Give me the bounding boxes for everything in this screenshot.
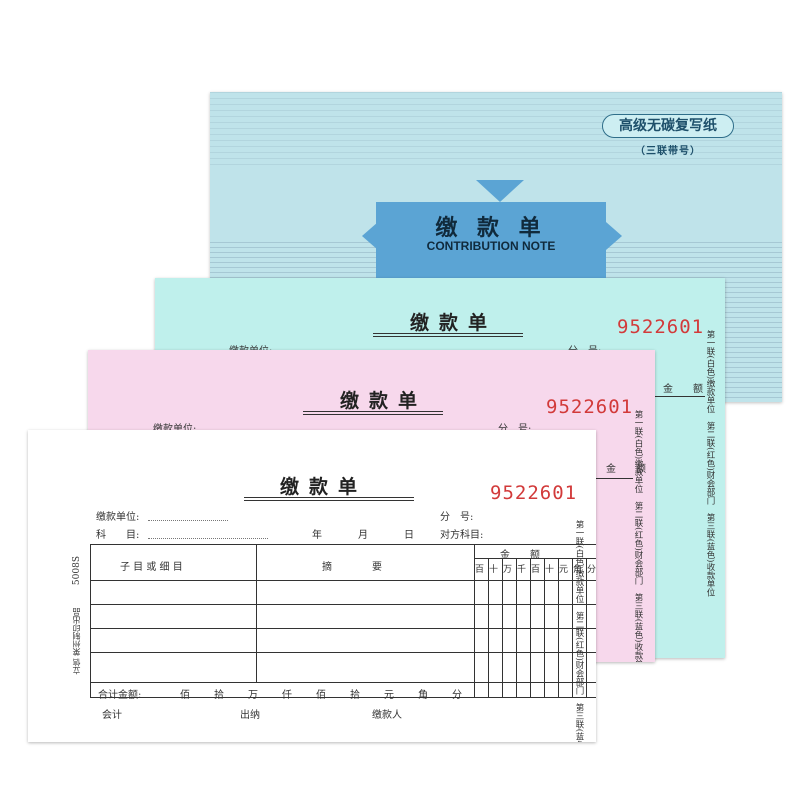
counter-account-label: 对方科目: bbox=[440, 530, 484, 541]
form-title: 缴款单 bbox=[340, 390, 428, 412]
title-underline bbox=[244, 497, 414, 501]
summary-column-header: 摘 要 bbox=[322, 562, 382, 573]
grid-line bbox=[90, 682, 596, 683]
cover-title-box bbox=[376, 202, 606, 280]
digit-header: 元 bbox=[559, 565, 569, 575]
copy-legend: 第一联(白色)缴款单位 第二联(红色)财会部门 第三联(蓝色)收款单位 bbox=[574, 520, 584, 742]
copy-legend: 第一联(白色)缴款单位 第二联(红色)财会部门 第三联(蓝色)收款单位 bbox=[705, 330, 715, 597]
serial-number: 9522601 bbox=[617, 316, 705, 338]
digit-header: 百 bbox=[475, 565, 485, 575]
digit-header: 十 bbox=[489, 565, 499, 575]
month-label: 月 bbox=[358, 530, 368, 541]
digit-header: 千 bbox=[517, 565, 527, 575]
digit-column-line bbox=[488, 558, 489, 698]
digit-column-line bbox=[558, 558, 559, 698]
amount-header: 金 额 bbox=[606, 464, 646, 475]
digit-column-line bbox=[530, 558, 531, 698]
cashier-signature-label: 出纳 bbox=[240, 710, 260, 721]
total-unit: 分 bbox=[452, 690, 462, 701]
branch-label: 分 号: bbox=[440, 512, 474, 523]
amount-column-header: 金 额 bbox=[500, 550, 540, 561]
grid-line bbox=[645, 396, 705, 397]
total-unit: 拾 bbox=[350, 690, 360, 701]
digit-column-line bbox=[502, 558, 503, 698]
grid-line bbox=[474, 558, 596, 559]
total-unit: 佰 bbox=[316, 690, 326, 701]
item-column-header: 子 目 或 细 目 bbox=[120, 562, 183, 573]
product-code: 5008S bbox=[72, 556, 82, 586]
serial-number: 9522601 bbox=[490, 482, 578, 504]
grid-line bbox=[90, 628, 596, 629]
payer-label: 缴款单位: bbox=[153, 420, 196, 435]
digit-column-line bbox=[586, 558, 587, 698]
payer-signature-label: 缴款人 bbox=[372, 710, 402, 721]
cover-arrow-top bbox=[476, 180, 524, 202]
form-title: 缴款单 bbox=[280, 476, 368, 498]
total-unit: 仟 bbox=[282, 690, 292, 701]
form-title: 缴款单 bbox=[410, 312, 498, 334]
digit-header: 百 bbox=[531, 565, 541, 575]
digit-header: 角 bbox=[573, 565, 583, 575]
total-unit: 角 bbox=[418, 690, 428, 701]
grid-line bbox=[90, 604, 596, 605]
brand-imprint: 立信 莱州制印出品 bbox=[72, 608, 81, 675]
year-label: 年 bbox=[312, 530, 322, 541]
cover-english-title: CONTRIBUTION NOTE bbox=[426, 239, 556, 253]
payer-label: 缴款单位: bbox=[96, 512, 140, 523]
cover-badge: 高级无碳复写纸 bbox=[602, 114, 734, 138]
digit-column-line bbox=[516, 558, 517, 698]
cover-arrow-left bbox=[362, 222, 378, 250]
day-label: 日 bbox=[404, 530, 414, 541]
subject-label: 科 目: bbox=[96, 530, 140, 541]
cover-title: 缴 款 单 bbox=[435, 215, 547, 241]
total-unit: 拾 bbox=[214, 690, 224, 701]
total-unit: 佰 bbox=[180, 690, 190, 701]
digit-header: 分 bbox=[587, 565, 596, 575]
cover-badge-subtitle: （三联带号） bbox=[635, 146, 701, 157]
digit-header: 万 bbox=[503, 565, 513, 575]
total-unit: 元 bbox=[384, 690, 394, 701]
grid-line bbox=[593, 478, 633, 479]
amount-header: 金 额 bbox=[663, 384, 703, 395]
digit-header: 十 bbox=[545, 565, 555, 575]
grid-line bbox=[256, 544, 257, 682]
total-label: 合计金额: bbox=[98, 690, 142, 701]
payer-line bbox=[148, 520, 228, 521]
grid-line bbox=[90, 652, 596, 653]
total-unit: 万 bbox=[248, 690, 258, 701]
serial-number: 9522601 bbox=[546, 396, 634, 418]
entry-table bbox=[90, 544, 596, 698]
sheet-white-copy: 缴款单 9522601 缴款单位: 分 号: 科 目: 年 月 日 对方科目: … bbox=[28, 430, 596, 742]
copy-legend: 第一联(白色)缴款单位 第二联(红色)财会部门 第三联(蓝色)收款单位 bbox=[633, 410, 643, 662]
title-underline bbox=[303, 411, 443, 415]
grid-line bbox=[90, 580, 596, 581]
digit-column-line bbox=[572, 558, 573, 698]
accountant-signature-label: 会计 bbox=[102, 710, 122, 721]
cover-arrow-right bbox=[606, 222, 622, 250]
digit-column-line bbox=[544, 558, 545, 698]
subject-line bbox=[148, 538, 268, 539]
grid-line bbox=[474, 544, 475, 698]
title-underline bbox=[373, 333, 523, 337]
branch-label: 分 号: bbox=[498, 420, 531, 435]
